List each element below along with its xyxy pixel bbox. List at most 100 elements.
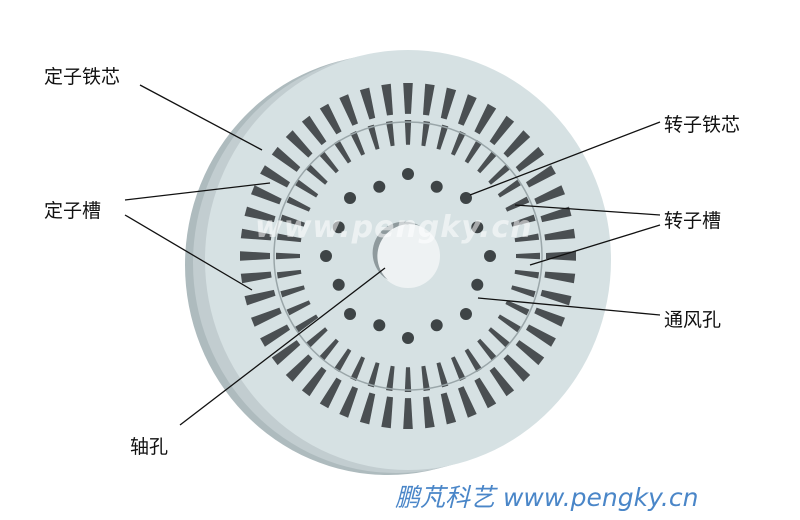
rotor-slot	[306, 164, 328, 185]
vent-hole	[373, 319, 386, 332]
vent-hole	[332, 221, 345, 234]
stator-slot	[271, 146, 301, 172]
stator-slot	[244, 206, 276, 223]
rotor-slot	[488, 327, 510, 348]
stator-slot	[474, 377, 497, 409]
stator-slot	[403, 398, 413, 429]
rotor-slot	[386, 121, 395, 147]
watermark: www.pengky.cn	[255, 210, 533, 245]
stator-slot	[515, 340, 545, 366]
stator-slot	[339, 94, 358, 126]
stator-slot	[244, 289, 276, 306]
shaft-hole	[376, 224, 440, 288]
rotor-slot	[286, 300, 311, 316]
rotor-slot	[514, 233, 540, 243]
rotor-slot	[511, 285, 536, 298]
stator-slot	[359, 87, 376, 120]
label-rotor-core: 转子铁芯	[664, 114, 741, 136]
label-vent-hole: 通风孔	[664, 309, 722, 331]
stator-slot	[423, 83, 435, 116]
rotor-slot	[319, 151, 339, 174]
rotor-slot	[286, 196, 311, 212]
rotor-slot	[421, 365, 430, 391]
rotor-slot	[451, 131, 466, 156]
vent-hole	[332, 278, 345, 291]
stator-slot	[251, 307, 282, 327]
stator-slot	[440, 87, 457, 120]
stator-slot	[339, 386, 358, 418]
rotor-slot	[477, 151, 497, 174]
stator-slot	[260, 165, 290, 188]
stator-slot	[474, 103, 497, 135]
stator-slot	[458, 94, 477, 126]
vent-hole	[344, 307, 357, 320]
vent-holes	[273, 121, 543, 391]
stator-slot	[240, 271, 272, 284]
stator-slot	[489, 115, 515, 146]
vent-hole	[471, 278, 484, 291]
vent-hole	[459, 307, 472, 320]
stator-slot	[319, 377, 342, 409]
vent-hole	[471, 221, 484, 234]
label-stator-core: 定子铁芯	[44, 66, 121, 88]
air-gap	[273, 121, 543, 391]
stator-slot	[285, 130, 313, 158]
stator-slot	[540, 289, 572, 306]
rotor-slot	[276, 252, 300, 260]
stator-slot	[534, 185, 565, 205]
vent-hole	[402, 332, 414, 344]
rotor-slot	[367, 362, 380, 388]
rotor-slot	[505, 196, 530, 212]
stator-slot	[423, 396, 435, 429]
stator-slot	[260, 324, 290, 347]
stator-slot	[544, 271, 576, 284]
stator-slot	[503, 354, 531, 382]
rotor-slot	[451, 356, 466, 381]
rotor-slot	[295, 179, 319, 198]
stator-slot	[381, 83, 393, 116]
rotor-slot	[436, 124, 449, 150]
vent-hole	[373, 180, 386, 193]
stator-slot	[503, 130, 531, 158]
stator-slot	[251, 185, 282, 205]
stator-slot	[526, 324, 556, 347]
rotor-slot	[464, 348, 483, 373]
stator-slot	[381, 396, 393, 429]
rotor-slot	[276, 233, 302, 243]
rotor-slot	[386, 365, 395, 391]
stator-slot	[319, 103, 342, 135]
stator-slot	[489, 366, 515, 397]
rotor-slot	[404, 367, 412, 392]
rotor-slot	[511, 214, 536, 227]
vent-hole	[484, 250, 496, 262]
rotor-slot	[497, 314, 521, 333]
rotor-slot	[436, 362, 449, 388]
stator-slot	[301, 115, 327, 146]
stator-slot	[515, 146, 545, 172]
vent-hole	[402, 168, 414, 180]
rotor-slot	[280, 285, 305, 298]
rotor-slot	[295, 314, 319, 333]
rotor-slot	[350, 131, 365, 156]
stator-slot	[285, 354, 313, 382]
rotor-slot	[367, 124, 380, 150]
stator-slots	[240, 83, 576, 429]
label-rotor-slot: 转子槽	[664, 210, 722, 232]
stator-slot	[240, 228, 272, 241]
stator-slot	[403, 83, 413, 114]
vent-hole	[459, 192, 472, 205]
brand-text: 鹏芃科艺 www.pengky.cn	[395, 483, 699, 512]
stator-slot	[440, 392, 457, 425]
rotor-slot	[333, 348, 352, 373]
rotor-slot	[333, 139, 352, 164]
vent-hole	[320, 250, 332, 262]
stator-slot	[544, 228, 576, 241]
stator-slot	[526, 165, 556, 188]
vent-hole	[430, 319, 443, 332]
rotor-slot	[488, 164, 510, 185]
stator-slot	[271, 340, 301, 366]
rotor-slot	[280, 214, 305, 227]
stator-slot	[359, 392, 376, 425]
